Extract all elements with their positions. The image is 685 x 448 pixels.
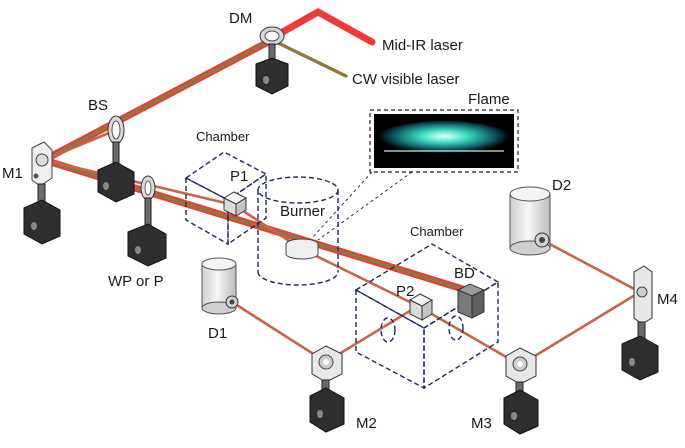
visible-beam-dm-m1	[42, 38, 274, 162]
label-d2: D2	[552, 177, 571, 194]
label-bd: BD	[454, 265, 475, 282]
d2-detector	[509, 186, 551, 256]
flame-inset	[311, 109, 519, 241]
label-wp-or-p: WP or P	[108, 273, 164, 290]
cw-visible-beam-in	[270, 38, 348, 78]
label-d1: D1	[208, 325, 227, 342]
mid-ir-beam-in	[268, 7, 376, 46]
probe-beam-m4-d2	[540, 238, 642, 294]
d1-detector	[201, 257, 239, 315]
flame-image	[378, 121, 510, 155]
wp-or-p-mount	[127, 175, 167, 267]
label-p1: P1	[230, 168, 248, 185]
flame-leader-left	[311, 171, 373, 239]
flame-leader-right	[317, 171, 413, 241]
dm-mount	[255, 26, 289, 95]
p1-cube	[222, 191, 248, 217]
m1-mount	[23, 141, 61, 245]
label-burner: Burner	[280, 203, 325, 220]
m2-mount	[309, 345, 345, 433]
label-m3: M3	[471, 415, 492, 432]
label-p2: P2	[396, 283, 414, 300]
p2-cube	[408, 293, 434, 321]
label-bs: BS	[88, 97, 108, 114]
label-m1: M1	[2, 165, 23, 182]
burner-cylinder	[257, 176, 339, 286]
probe-beam-m1-p1	[42, 158, 236, 207]
m3-mount	[503, 347, 539, 435]
label-m4: M4	[657, 291, 678, 308]
probe-beam-burner-p2	[298, 246, 420, 308]
label-flame: Flame	[468, 91, 510, 108]
label-chamber-1: Chamber	[196, 129, 250, 144]
bs-mount	[97, 115, 135, 203]
label-chamber-2: Chamber	[410, 224, 464, 239]
chamber-2-window-left	[380, 317, 396, 343]
label-mid-ir-laser: Mid-IR laser	[382, 37, 463, 54]
chamber-2-window-right	[448, 315, 464, 341]
label-cw-visible-laser: CW visible laser	[352, 71, 460, 88]
probe-beam-m3-m4	[518, 290, 642, 367]
chamber-1-outline	[184, 151, 268, 246]
bd-block	[456, 283, 486, 319]
probe-beam-bs-m1	[42, 128, 118, 162]
label-dm: DM	[229, 10, 252, 27]
label-m2: M2	[356, 415, 377, 432]
labels: DM Mid-IR laser CW visible laser BS M1 C…	[2, 10, 678, 432]
probe-beam-m2-d1	[230, 300, 328, 364]
m4-mount	[621, 265, 659, 381]
probe-beam-p2-m3	[416, 304, 522, 367]
